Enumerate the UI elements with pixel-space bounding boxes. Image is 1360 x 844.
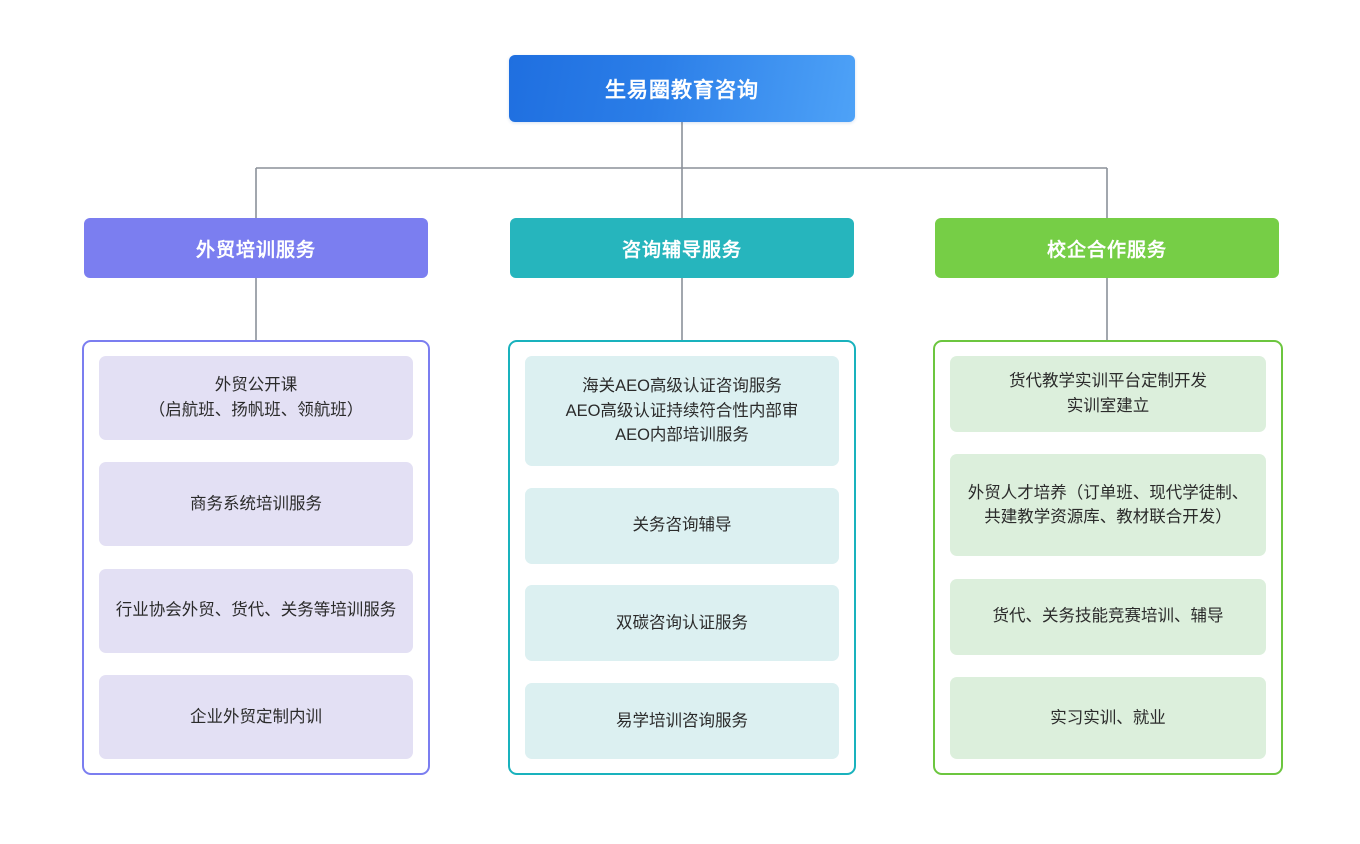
list-item[interactable]: 行业协会外贸、货代、关务等培训服务	[99, 568, 413, 653]
list-item[interactable]: 企业外贸定制内训	[99, 674, 413, 759]
branch-body-training: 外贸公开课 （启航班、扬帆班、领航班） 商务系统培训服务 行业协会外贸、货代、关…	[82, 340, 430, 775]
list-item[interactable]: 海关AEO高级认证咨询服务 AEO高级认证持续符合性内部审 AEO内部培训服务	[525, 356, 839, 466]
list-item[interactable]: 货代、关务技能竞赛培训、辅导	[950, 578, 1266, 655]
branch-header-consulting[interactable]: 咨询辅导服务	[510, 218, 854, 278]
branch-header-school-enterprise[interactable]: 校企合作服务	[935, 218, 1279, 278]
list-item[interactable]: 外贸人才培养（订单班、现代学徒制、共建教学资源库、教材联合开发）	[950, 454, 1266, 557]
list-item[interactable]: 易学培训咨询服务	[525, 682, 839, 759]
list-item[interactable]: 双碳咨询认证服务	[525, 585, 839, 662]
list-item[interactable]: 关务咨询辅导	[525, 487, 839, 564]
root-node[interactable]: 生易圈教育咨询	[509, 55, 855, 122]
branch-header-training[interactable]: 外贸培训服务	[84, 218, 428, 278]
branch-body-school-enterprise: 货代教学实训平台定制开发 实训室建立 外贸人才培养（订单班、现代学徒制、共建教学…	[933, 340, 1283, 775]
list-item[interactable]: 外贸公开课 （启航班、扬帆班、领航班）	[99, 356, 413, 440]
list-item[interactable]: 实习实训、就业	[950, 676, 1266, 759]
list-item[interactable]: 货代教学实训平台定制开发 实训室建立	[950, 356, 1266, 432]
list-item[interactable]: 商务系统培训服务	[99, 462, 413, 547]
branch-body-consulting: 海关AEO高级认证咨询服务 AEO高级认证持续符合性内部审 AEO内部培训服务 …	[508, 340, 856, 775]
